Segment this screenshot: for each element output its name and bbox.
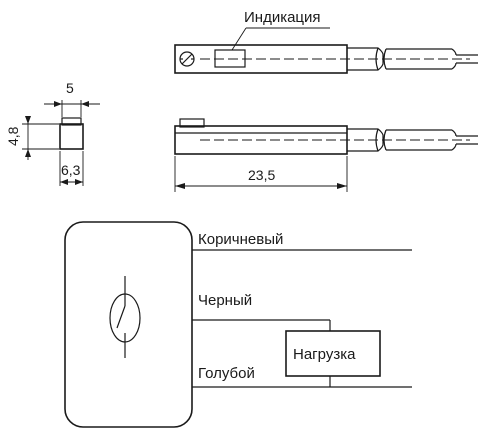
indication-label: Индикация bbox=[244, 9, 321, 26]
wire-blue-label: Голубой bbox=[198, 365, 255, 382]
load-label: Нагрузка bbox=[293, 346, 356, 363]
wire-brown-label: Коричневый bbox=[198, 231, 283, 248]
wire-black-label: Черный bbox=[198, 292, 252, 309]
sensor-side-view: 23,5 bbox=[174, 118, 478, 192]
sensor-top-view: Индикация bbox=[174, 9, 478, 74]
length-dimension: 23,5 bbox=[248, 167, 275, 183]
indicator-window bbox=[214, 49, 246, 68]
load-box bbox=[285, 330, 381, 377]
height-left-dimension: 4,8 bbox=[5, 126, 21, 146]
wiring-schematic: Коричневый Черный Нагрузка Голубой bbox=[64, 221, 412, 428]
width-bottom-dimension: 6,3 bbox=[61, 162, 81, 178]
width-top-dimension: 5 bbox=[66, 80, 74, 96]
sensor-body-schematic bbox=[64, 221, 193, 428]
sensor-end-view: 5 4,8 6,3 bbox=[5, 80, 100, 186]
